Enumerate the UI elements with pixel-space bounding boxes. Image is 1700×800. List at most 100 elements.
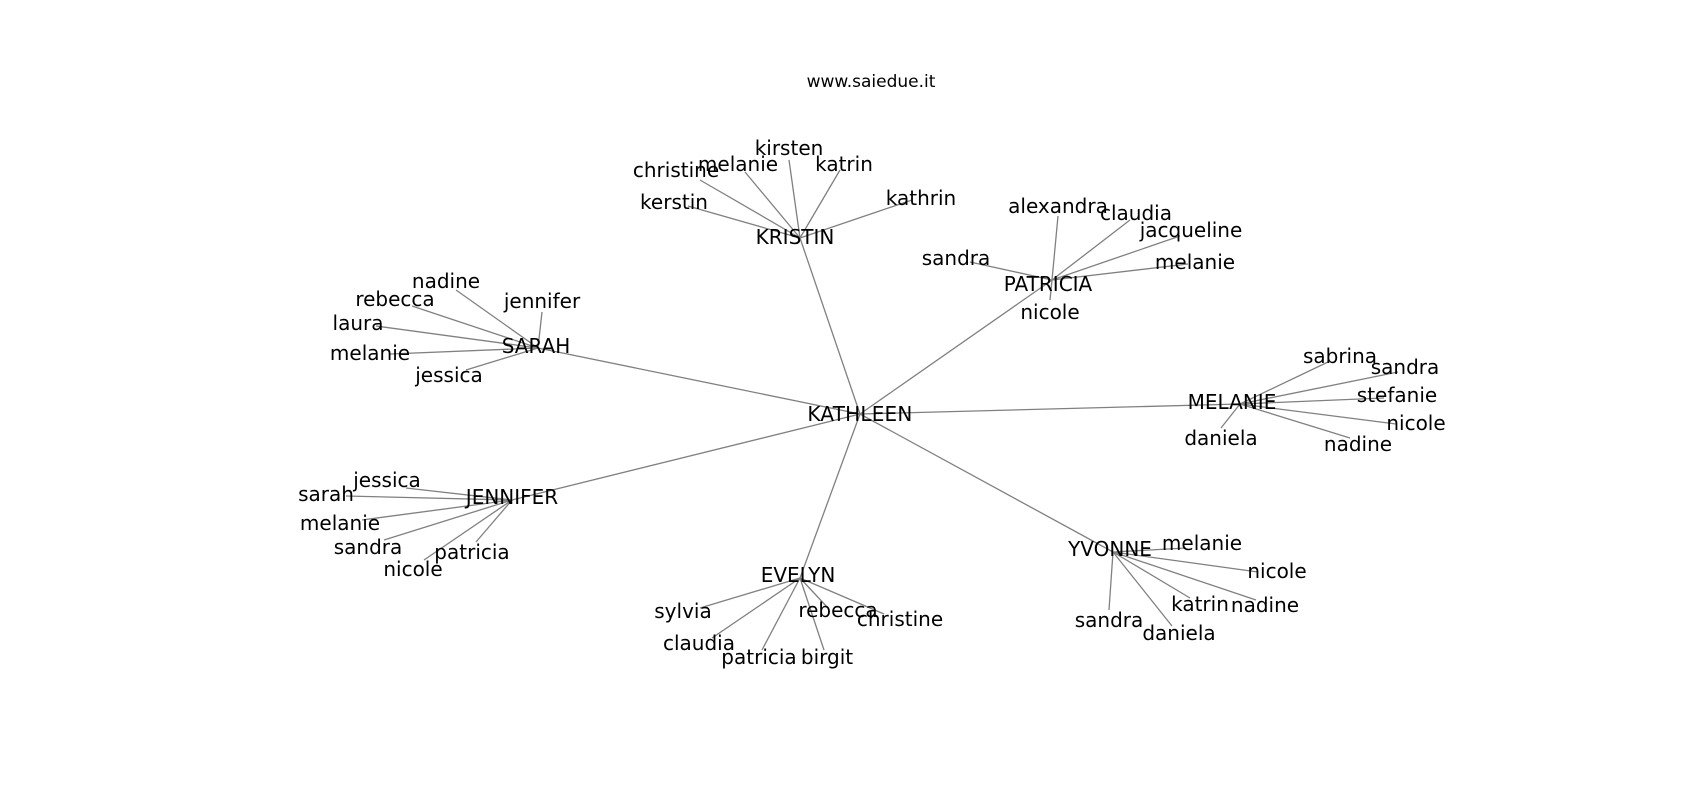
node-jennifer-melanie: melanie [299, 511, 381, 535]
edge-sarah-sarah-laura [375, 325, 539, 349]
node-yvonne-nadine: nadine [1230, 593, 1300, 617]
node-jennifer-jessica: jessica [353, 468, 421, 492]
edge-jennifer-jennifer-jessica [405, 487, 513, 501]
edge-sarah-sarah-jennifer [537, 311, 543, 349]
node-melanie-sandra: sandra [1370, 355, 1440, 379]
node-patricia-claudia: claudia [1100, 201, 1172, 225]
node-sarah-laura: laura [332, 311, 384, 335]
node-kristin-kerstin: kerstin [640, 190, 708, 214]
edge-jennifer-jennifer-melanie [361, 499, 513, 521]
node-evelyn-sylvia: sylvia [654, 599, 712, 623]
node-patricia-sandra: sandra [921, 246, 991, 270]
node-evelyn-birgit: birgit [800, 645, 854, 669]
node-yvonne-melanie: melanie [1161, 531, 1243, 555]
edge-kathleen-melanie [859, 403, 1241, 415]
edge-kathleen-yvonne [859, 413, 1114, 553]
node-kristin: KRISTIN [755, 225, 835, 249]
node-sarah-melanie: melanie [329, 341, 411, 365]
site-label: www.saiedue.it [806, 72, 936, 92]
edge-patricia-patricia-sandra [969, 261, 1053, 281]
node-yvonne-sandra: sandra [1074, 608, 1144, 632]
edge-kathleen-sarah [537, 347, 861, 415]
node-melanie-nicole: nicole [1386, 411, 1446, 435]
node-patricia: PATRICIA [1003, 272, 1093, 296]
edge-sarah-sarah-rebecca [411, 305, 539, 349]
edge-melanie-melanie-nicole [1239, 403, 1397, 425]
node-patricia-jacqueline: jacqueline [1139, 218, 1243, 242]
node-yvonne-nicole: nicole [1247, 559, 1307, 583]
edge-yvonne-yvonne-melanie [1112, 547, 1187, 553]
node-jennifer: JENNIFER [465, 485, 559, 509]
edge-kathleen-jennifer [511, 413, 861, 501]
edge-kathleen-evelyn [799, 413, 861, 579]
node-melanie-sabrina: sabrina [1302, 344, 1378, 368]
node-sarah: SARAH [501, 334, 571, 358]
edge-melanie-melanie-stefanie [1239, 397, 1385, 405]
node-jennifer-sarah: sarah [298, 482, 354, 506]
node-kristin-kathrin: kathrin [885, 186, 957, 210]
node-sarah-nadine: nadine [411, 269, 481, 293]
edge-patricia-patricia-alexandra [1051, 215, 1059, 281]
edge-patricia-patricia-claudia [1051, 219, 1131, 281]
node-melanie: MELANIE [1187, 390, 1277, 414]
node-yvonne: YVONNE [1068, 537, 1152, 561]
edge-yvonne-yvonne-sandra [1108, 551, 1114, 611]
edge-melanie-melanie-sabrina [1239, 361, 1329, 405]
node-kathleen: KATHLEEN [807, 402, 913, 426]
node-patricia-melanie: melanie [1154, 250, 1236, 274]
edge-kathleen-patricia [859, 279, 1053, 415]
node-sarah-jennifer: jennifer [503, 289, 581, 313]
node-kristin-melanie: melanie [697, 152, 779, 176]
edge-patricia-patricia-melanie [1051, 263, 1189, 281]
edge-sarah-sarah-jessica [465, 347, 539, 371]
node-patricia-alexandra: alexandra [1008, 194, 1108, 218]
node-patricia-nicole: nicole [1020, 300, 1080, 324]
edge-kristin-kristin-katrin [799, 169, 841, 239]
node-evelyn-rebecca: rebecca [798, 598, 878, 622]
node-sarah-jessica: jessica [415, 363, 483, 387]
edge-evelyn-evelyn-patricia [761, 577, 801, 651]
node-yvonne-daniela: daniela [1142, 621, 1216, 645]
edge-evelyn-evelyn-christine [799, 577, 885, 615]
node-jennifer-sandra: sandra [333, 535, 403, 559]
edge-evelyn-evelyn-sylvia [699, 577, 801, 609]
node-kristin-christine: christine [632, 158, 720, 182]
edge-patricia-patricia-nicole [1049, 279, 1053, 301]
node-yvonne-katrin: katrin [1171, 592, 1229, 616]
edge-kristin-kristin-kathrin [799, 199, 913, 239]
edge-evelyn-evelyn-rebecca [799, 577, 829, 609]
edge-patricia-patricia-jacqueline [1051, 235, 1181, 281]
edge-yvonne-yvonne-daniela [1112, 551, 1173, 627]
node-jennifer-nicole: nicole [383, 557, 443, 581]
edge-kristin-kristin-kerstin [687, 205, 801, 239]
node-evelyn-christine: christine [856, 607, 944, 631]
node-jennifer-patricia: patricia [434, 540, 510, 564]
node-evelyn: EVELYN [760, 563, 836, 587]
edge-jennifer-jennifer-patricia [475, 499, 513, 543]
edge-yvonne-yvonne-nadine [1112, 551, 1257, 601]
edge-melanie-melanie-sandra [1239, 371, 1399, 405]
node-kristin-kirsten: kirsten [754, 136, 824, 160]
edge-melanie-melanie-daniela [1220, 403, 1241, 429]
node-kristin-katrin: katrin [815, 152, 873, 176]
edge-yvonne-yvonne-katrin [1112, 551, 1191, 599]
node-melanie-daniela: daniela [1184, 426, 1258, 450]
edge-evelyn-evelyn-claudia [711, 577, 801, 639]
node-melanie-nadine: nadine [1323, 432, 1393, 456]
edge-kathleen-kristin [799, 237, 861, 415]
edge-sarah-sarah-nadine [455, 289, 539, 349]
node-sarah-rebecca: rebecca [355, 287, 435, 311]
edge-kristin-kristin-kirsten [788, 159, 801, 239]
edge-jennifer-jennifer-sarah [345, 495, 513, 501]
edge-kristin-kristin-christine [699, 179, 801, 239]
node-evelyn-claudia: claudia [663, 631, 735, 655]
edge-yvonne-yvonne-nicole [1112, 551, 1259, 573]
edge-melanie-melanie-nadine [1239, 403, 1351, 439]
edge-kristin-kristin-melanie [744, 171, 801, 239]
edge-sarah-sarah-melanie [389, 347, 539, 355]
node-melanie-stefanie: stefanie [1356, 383, 1438, 407]
edge-jennifer-jennifer-sandra [383, 499, 513, 541]
edge-evelyn-evelyn-birgit [799, 577, 825, 651]
